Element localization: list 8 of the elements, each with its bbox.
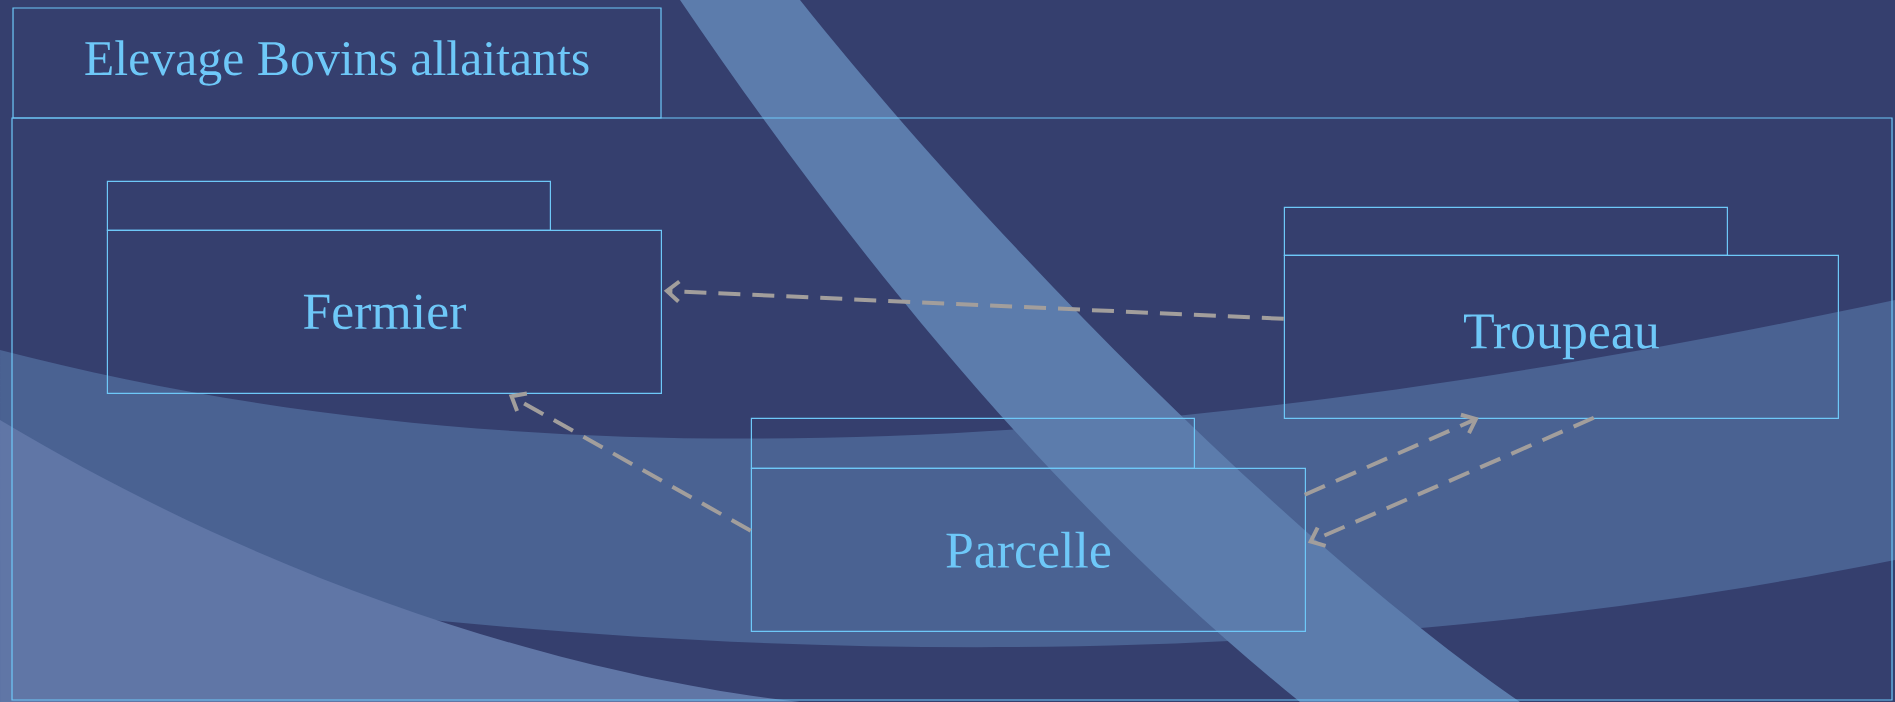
dependency-arrow xyxy=(508,391,752,533)
dependency-arrow xyxy=(1307,415,1595,548)
package-box: Parcelle xyxy=(750,417,1306,632)
dependency-arrow xyxy=(1304,412,1479,497)
node-label: Elevage Bovins allaitants xyxy=(85,40,589,86)
dependency-arrow xyxy=(663,279,1284,321)
package-box: Fermier xyxy=(106,180,662,394)
package-box: Troupeau xyxy=(1283,206,1839,419)
